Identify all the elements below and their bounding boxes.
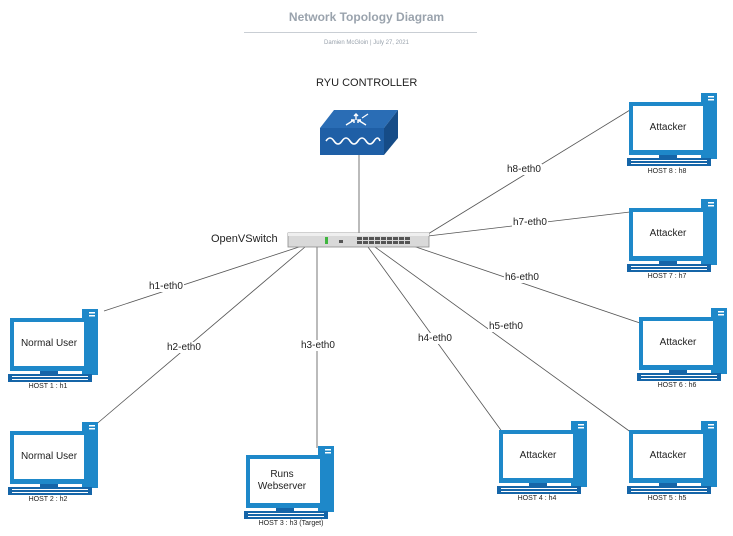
byline: Damien McGloin | July 27, 2021 (324, 40, 409, 46)
controller-label: RYU CONTROLLER (316, 77, 418, 89)
link-label-h3: h3-eth0 (300, 340, 336, 351)
host-screen-h1: Normal User (20, 338, 78, 349)
host-caption-h2: HOST 2 : h2 (28, 496, 68, 503)
host-screen-h5: Attacker (649, 450, 687, 461)
link-label-h5: h5-eth0 (488, 321, 524, 332)
link-label-h1: h1-eth0 (148, 281, 184, 292)
title-divider (244, 32, 477, 33)
host-caption-h7: HOST 7 : h7 (647, 273, 687, 280)
link-label-h8: h8-eth0 (506, 164, 542, 175)
link-h1 (103, 245, 303, 312)
link-h5 (374, 246, 633, 434)
host-caption-h6: HOST 6 : h6 (657, 382, 697, 389)
page-title: Network Topology Diagram (288, 10, 445, 24)
switch-icon (287, 232, 430, 248)
link-label-h6: h6-eth0 (504, 272, 540, 283)
link-label-h2: h2-eth0 (166, 342, 202, 353)
router-icon (320, 110, 398, 155)
host-screen-h3: Runs Webserver (257, 469, 307, 492)
link-h6 (409, 244, 641, 324)
host-caption-h5: HOST 5 : h5 (647, 495, 687, 502)
host-caption-h4: HOST 4 : h4 (517, 495, 557, 502)
host-screen-h2: Normal User (20, 451, 78, 462)
host-caption-h8: HOST 8 : h8 (647, 168, 687, 175)
host-screen-h4: Attacker (519, 450, 557, 461)
host-screen-h6: Attacker (659, 337, 697, 348)
link-label-h7: h7-eth0 (512, 217, 548, 228)
switch-label: OpenVSwitch (211, 233, 278, 245)
host-screen-h8: Attacker (649, 122, 687, 133)
link-h2 (92, 246, 306, 428)
link-label-h4: h4-eth0 (417, 333, 453, 344)
host-caption-h1: HOST 1 : h1 (28, 383, 68, 390)
host-screen-h7: Attacker (649, 228, 687, 239)
host-caption-h3: HOST 3 : h3 (Target) (258, 520, 324, 527)
